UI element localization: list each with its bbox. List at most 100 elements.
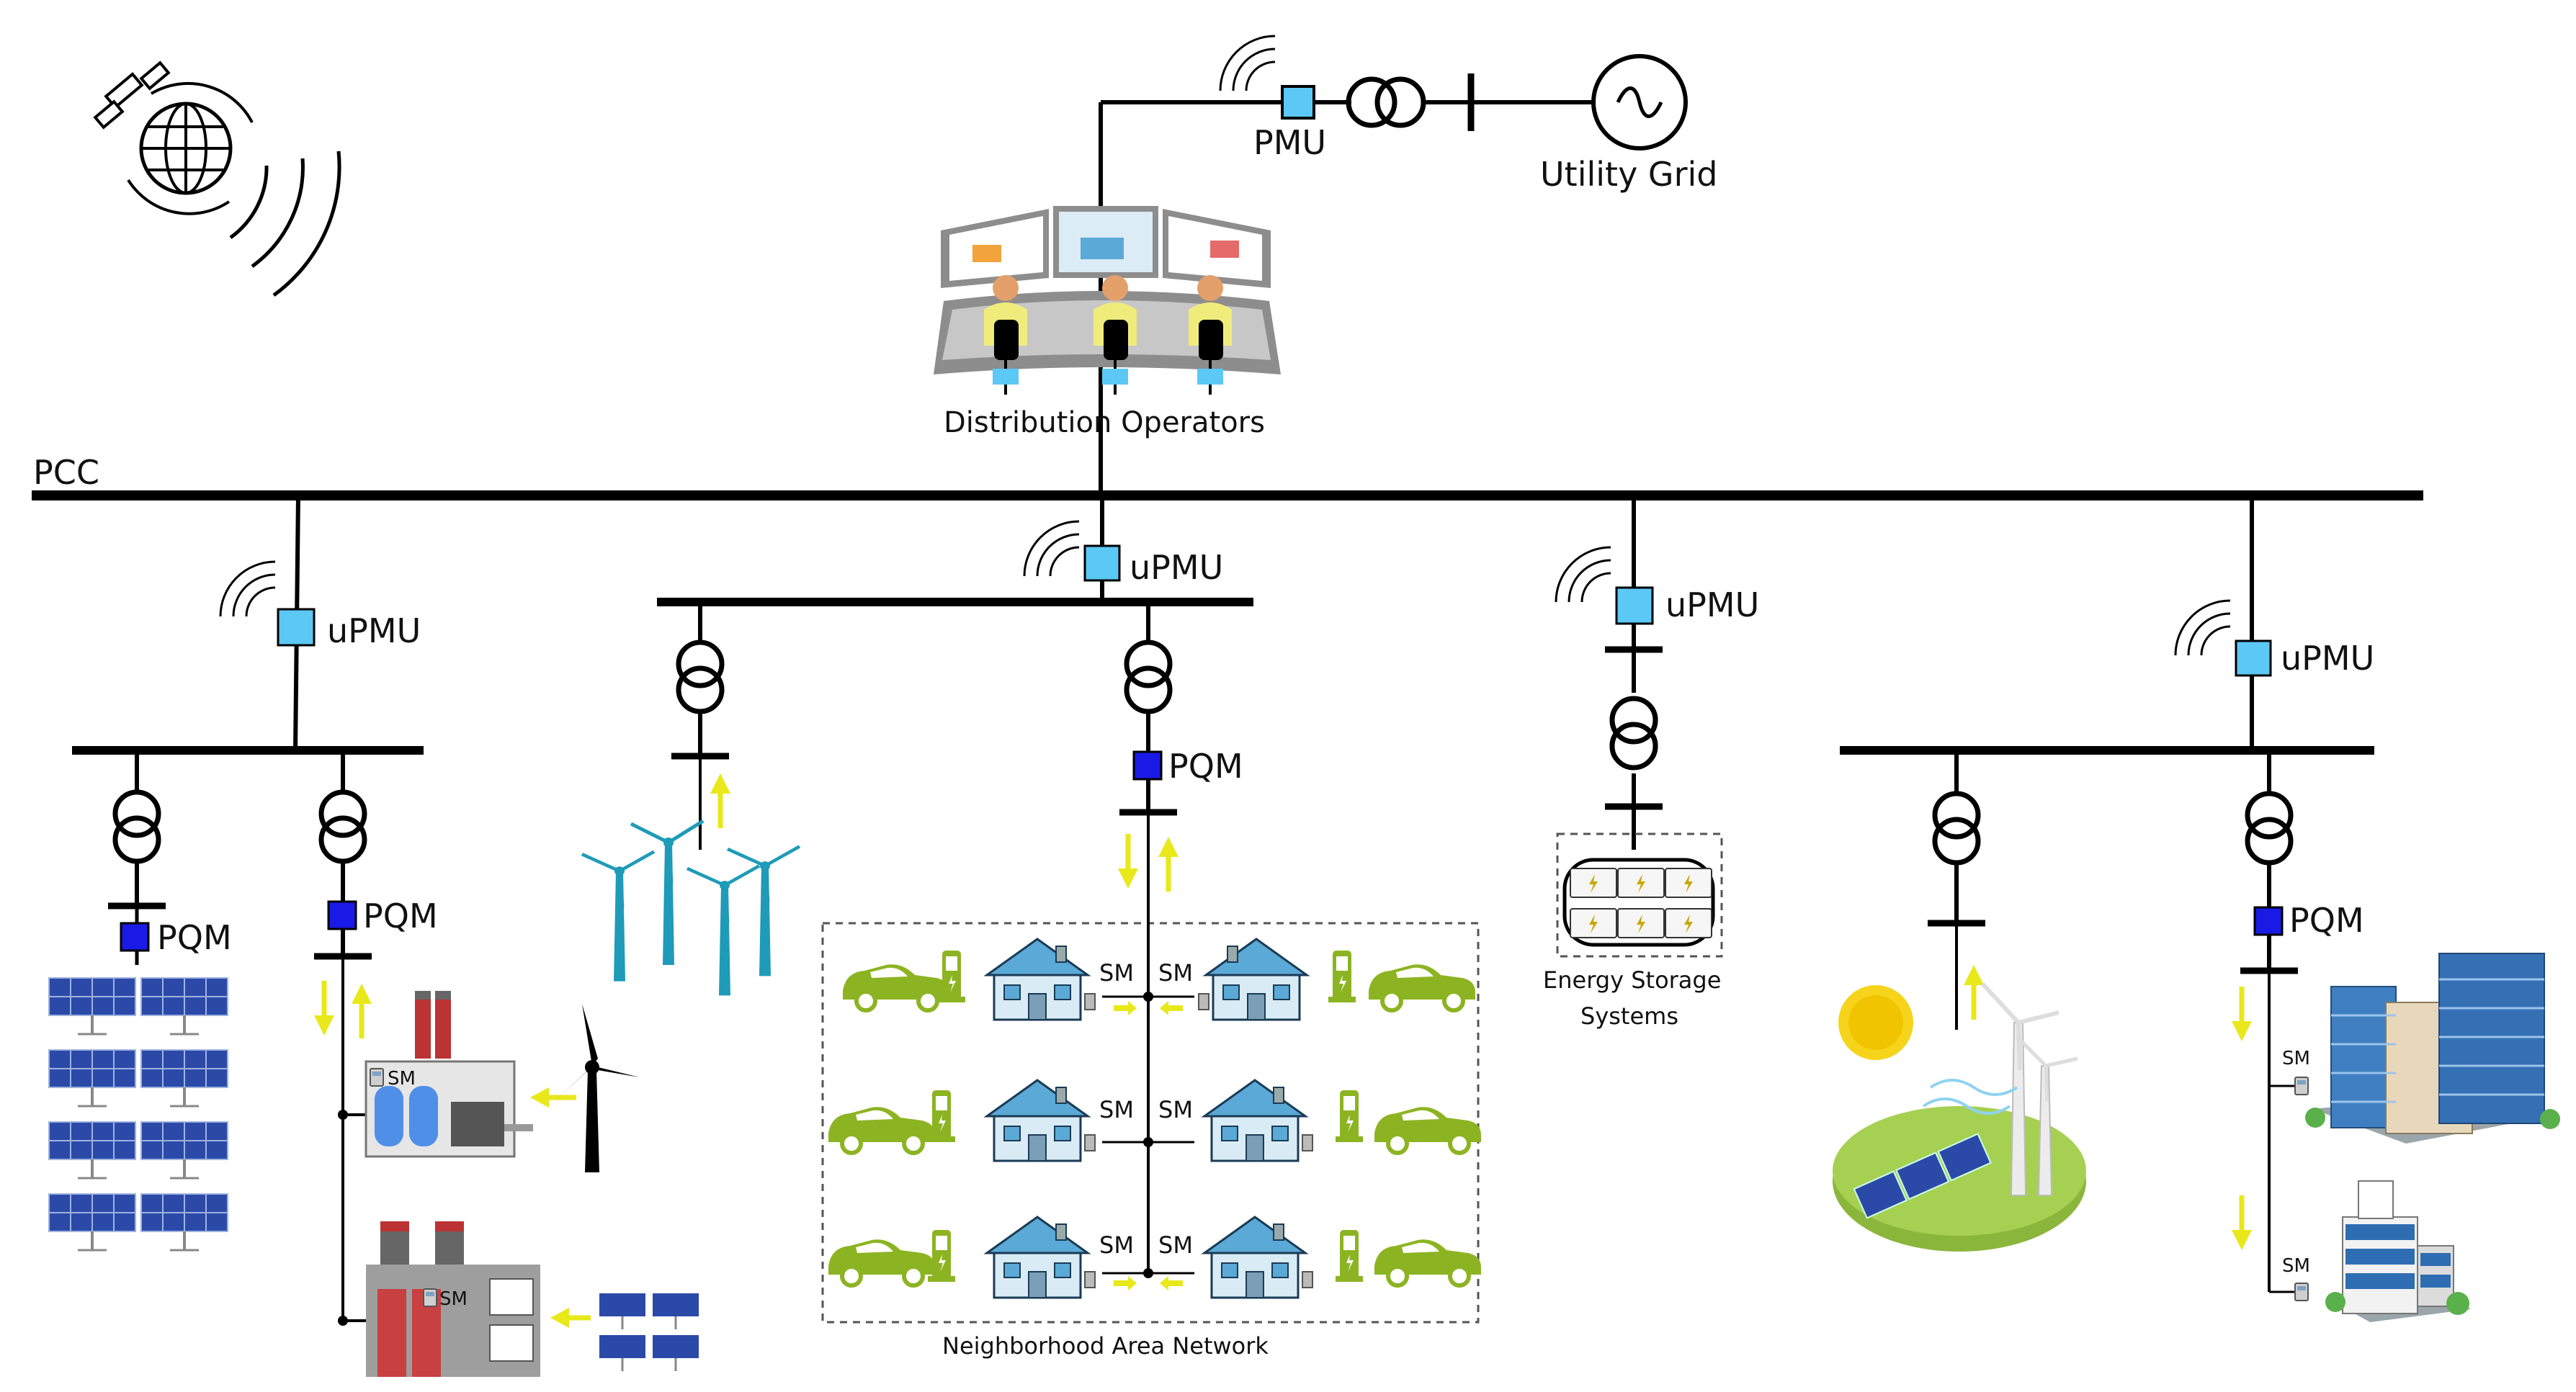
distribution-operators-label: Distribution Operators xyxy=(944,406,1265,439)
transformer-icon xyxy=(321,792,365,861)
house-icon xyxy=(1203,1079,1314,1162)
neighborhood-area-network-box xyxy=(821,922,1480,1324)
solar-panel-icon xyxy=(48,976,229,1252)
transformer-icon xyxy=(1346,76,1426,128)
solar-wind-island-icon xyxy=(1833,982,2086,1252)
charger-icon xyxy=(1336,1230,1363,1282)
pqm-box xyxy=(2253,906,2284,936)
utility-grid-label: Utility Grid xyxy=(1540,155,1717,194)
energy-storage-label: Systems xyxy=(1580,1002,1678,1030)
ev-icon xyxy=(828,1239,935,1285)
pmu-label: PMU xyxy=(1253,123,1326,162)
smart-meter-icon xyxy=(370,1068,384,1087)
control-room-icon xyxy=(934,206,1281,395)
power-flow-arrow xyxy=(550,1308,591,1328)
house-icon xyxy=(985,1079,1096,1162)
pcc-label: PCC xyxy=(33,453,99,492)
upmu-box xyxy=(1083,544,1121,582)
satellite-icon xyxy=(93,60,171,130)
power-flow-arrow xyxy=(2232,1195,2252,1250)
smart-meter-icon xyxy=(423,1288,437,1307)
solar-panel-icon xyxy=(599,1293,699,1371)
signal-waves-icon xyxy=(229,151,341,297)
transformer-icon xyxy=(2248,794,2291,863)
power-flow-arrow xyxy=(1158,837,1179,892)
sm-label: SM xyxy=(1158,959,1193,987)
building-icon xyxy=(2305,953,2560,1144)
wind-turbine-icon xyxy=(582,821,800,995)
house-icon xyxy=(985,938,1096,1021)
signal-waves-icon xyxy=(1219,35,1276,92)
globe-icon xyxy=(127,81,254,215)
house-icon xyxy=(1197,938,1308,1021)
sm-label: SM xyxy=(1099,959,1134,987)
upmu-label: uPMU xyxy=(1130,548,1223,587)
ev-icon xyxy=(1374,1107,1481,1153)
upmu-label: uPMU xyxy=(327,611,421,650)
power-flow-arrow xyxy=(1160,1276,1183,1290)
power-flow-arrow xyxy=(1160,1001,1183,1015)
power-flow-arrow xyxy=(1964,965,1984,1020)
pqm-label: PQM xyxy=(157,918,232,957)
ev-icon xyxy=(828,1107,935,1153)
power-flow-arrow xyxy=(1114,1001,1137,1015)
pqm-label: PQM xyxy=(1168,747,1243,786)
factory-icon xyxy=(366,1221,540,1377)
power-flow-arrow xyxy=(710,773,730,828)
smart-meter-icon xyxy=(2294,1283,2309,1301)
sm-label: SM xyxy=(1099,1096,1134,1123)
battery-icon xyxy=(1562,858,1715,947)
upmu-label: uPMU xyxy=(2281,639,2374,678)
sm-label: SM xyxy=(2282,1048,2310,1069)
transformer-icon xyxy=(115,792,158,861)
ev-icon xyxy=(1369,964,1475,1010)
power-flow-arrow xyxy=(314,981,334,1036)
sm-label: SM xyxy=(1158,1096,1193,1123)
building-icon xyxy=(2325,1180,2471,1322)
upmu-label: uPMU xyxy=(1665,585,1759,624)
upmu-box xyxy=(2235,639,2272,677)
sm-label: SM xyxy=(1158,1231,1193,1259)
pqm-box xyxy=(327,900,357,930)
ac-source-icon xyxy=(1591,54,1688,151)
pqm-label: PQM xyxy=(363,897,438,935)
sm-label: SM xyxy=(388,1068,416,1090)
factory-icon xyxy=(365,991,533,1158)
signal-waves-icon xyxy=(1555,546,1612,603)
neighborhood-area-network-label: Neighborhood Area Network xyxy=(942,1332,1269,1360)
signal-waves-icon xyxy=(219,560,277,618)
signal-waves-icon xyxy=(1023,520,1081,578)
power-flow-arrow xyxy=(530,1087,576,1108)
pqm-box xyxy=(120,922,150,952)
charger-icon xyxy=(1328,951,1356,1002)
power-flow-arrow xyxy=(1114,1276,1137,1290)
ev-icon xyxy=(843,964,949,1010)
signal-waves-icon xyxy=(2174,599,2232,657)
power-flow-arrow xyxy=(1118,834,1138,889)
nan-row: SM SM xyxy=(828,1216,1481,1299)
charger-icon xyxy=(1336,1090,1363,1142)
pmu-box xyxy=(1281,85,1315,120)
power-flow-arrow xyxy=(352,984,372,1038)
upmu-box xyxy=(277,608,316,647)
energy-storage-box xyxy=(1556,832,1723,958)
sm-label: SM xyxy=(439,1288,468,1310)
sm-label: SM xyxy=(1099,1231,1134,1259)
house-icon xyxy=(985,1216,1096,1299)
upmu-box xyxy=(1615,586,1654,625)
pqm-label: PQM xyxy=(2289,901,2364,940)
smart-meter-icon xyxy=(2294,1077,2309,1095)
pqm-box xyxy=(1132,750,1163,781)
sm-label: SM xyxy=(2282,1255,2310,1277)
house-icon xyxy=(1203,1216,1314,1299)
transformer-icon xyxy=(679,642,722,711)
energy-storage-label: Energy Storage xyxy=(1543,966,1721,994)
wind-turbine-icon xyxy=(555,1004,640,1172)
nan-row: SM SM xyxy=(843,938,1475,1021)
ev-icon xyxy=(1374,1239,1481,1285)
power-flow-arrow xyxy=(2232,987,2252,1041)
transformer-icon xyxy=(1935,794,1978,863)
nan-row: SM SM xyxy=(828,1079,1481,1162)
transformer-icon xyxy=(1127,642,1170,711)
